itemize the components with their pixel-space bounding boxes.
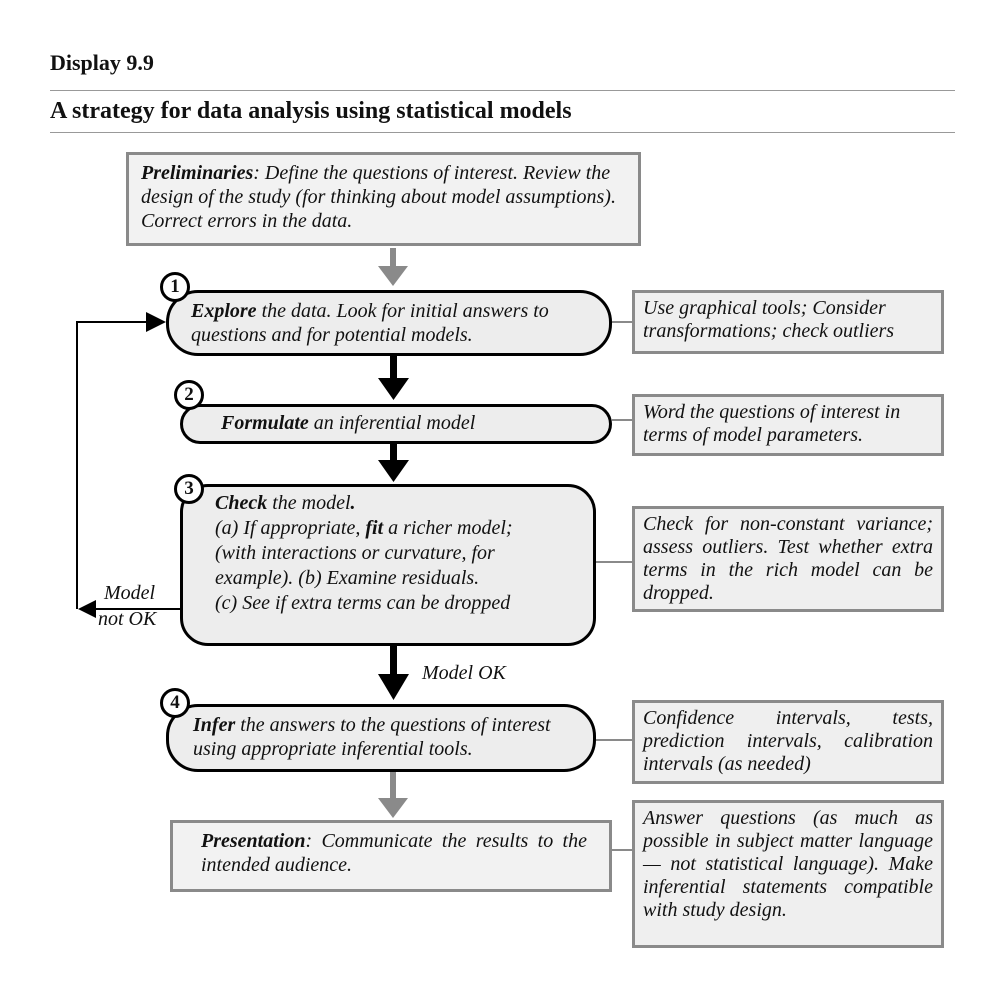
presentation-box: Presentation: Communicate the results to…	[170, 820, 612, 892]
top-rule	[50, 90, 955, 91]
check-line-a-pre: (a) If appropriate,	[215, 517, 366, 539]
model-not-ok-label-2: not OK	[98, 608, 157, 630]
presentation-note: Answer questions (as much as possible in…	[632, 800, 944, 948]
step-3-badge: 3	[174, 474, 204, 504]
infer-box: Infer the answers to the questions of in…	[166, 704, 596, 772]
title-rule	[50, 132, 955, 133]
infer-heading: Infer	[193, 714, 236, 736]
check-line-d: (c) See if extra terms can be dropped	[215, 592, 511, 614]
formulate-heading: Formulate	[221, 412, 309, 434]
presentation-text: : Communicate the results to the intende…	[201, 830, 587, 876]
model-not-ok-label-1: Model	[104, 582, 156, 604]
explore-heading: Explore	[191, 300, 257, 322]
note-connectors	[596, 321, 632, 851]
feedback-loop-model-not-ok	[76, 312, 184, 618]
check-heading: Check	[215, 492, 268, 514]
step-4-badge: 4	[160, 688, 190, 718]
page-title: A strategy for data analysis using stati…	[50, 98, 572, 124]
check-line-a-post: a richer model;	[383, 517, 513, 539]
check-fit-word: fit	[365, 517, 384, 539]
step-2-badge: 2	[174, 380, 204, 410]
check-title-line: Check the model.	[215, 491, 583, 516]
infer-note: Confidence intervals, tests, prediction …	[632, 700, 944, 784]
formulate-note: Word the questions of interest in terms …	[632, 394, 944, 456]
check-line-c: example). (b) Examine residuals.	[215, 567, 480, 589]
formulate-box: Formulate an inferential model	[180, 404, 612, 444]
arrow-formulate-to-check	[378, 444, 409, 482]
explore-box: Explore the data. Look for initial answe…	[166, 290, 612, 356]
check-note: Check for non-constant variance; assess …	[632, 506, 944, 612]
infer-text: the answers to the questions of interest…	[193, 714, 551, 760]
display-label: Display 9.9	[50, 50, 154, 75]
step-1-badge: 1	[160, 272, 190, 302]
explore-note: Use graphical tools; Consider transforma…	[632, 290, 944, 354]
formulate-text: an inferential model	[308, 412, 476, 434]
preliminaries-text: : Define the questions of interest. Revi…	[141, 162, 616, 232]
arrow-prelim-to-explore	[378, 248, 408, 286]
arrow-check-to-infer	[378, 646, 409, 700]
check-line-a: (a) If appropriate, fit a richer model;	[215, 516, 583, 541]
check-text: the model	[267, 492, 351, 514]
check-line-b: (with interactions or curvature, for	[215, 542, 495, 564]
check-box: Check the model. (a) If appropriate, fit…	[180, 484, 596, 646]
check-period: .	[350, 492, 356, 514]
preliminaries-box: Preliminaries: Define the questions of i…	[126, 152, 641, 246]
model-ok-label: Model OK	[422, 662, 506, 684]
arrow-explore-to-formulate	[378, 356, 409, 400]
preliminaries-heading: Preliminaries	[141, 162, 254, 184]
explore-text: the data. Look for initial answers to qu…	[191, 300, 549, 346]
arrow-infer-to-presentation	[378, 772, 408, 818]
presentation-heading: Presentation	[201, 830, 306, 852]
